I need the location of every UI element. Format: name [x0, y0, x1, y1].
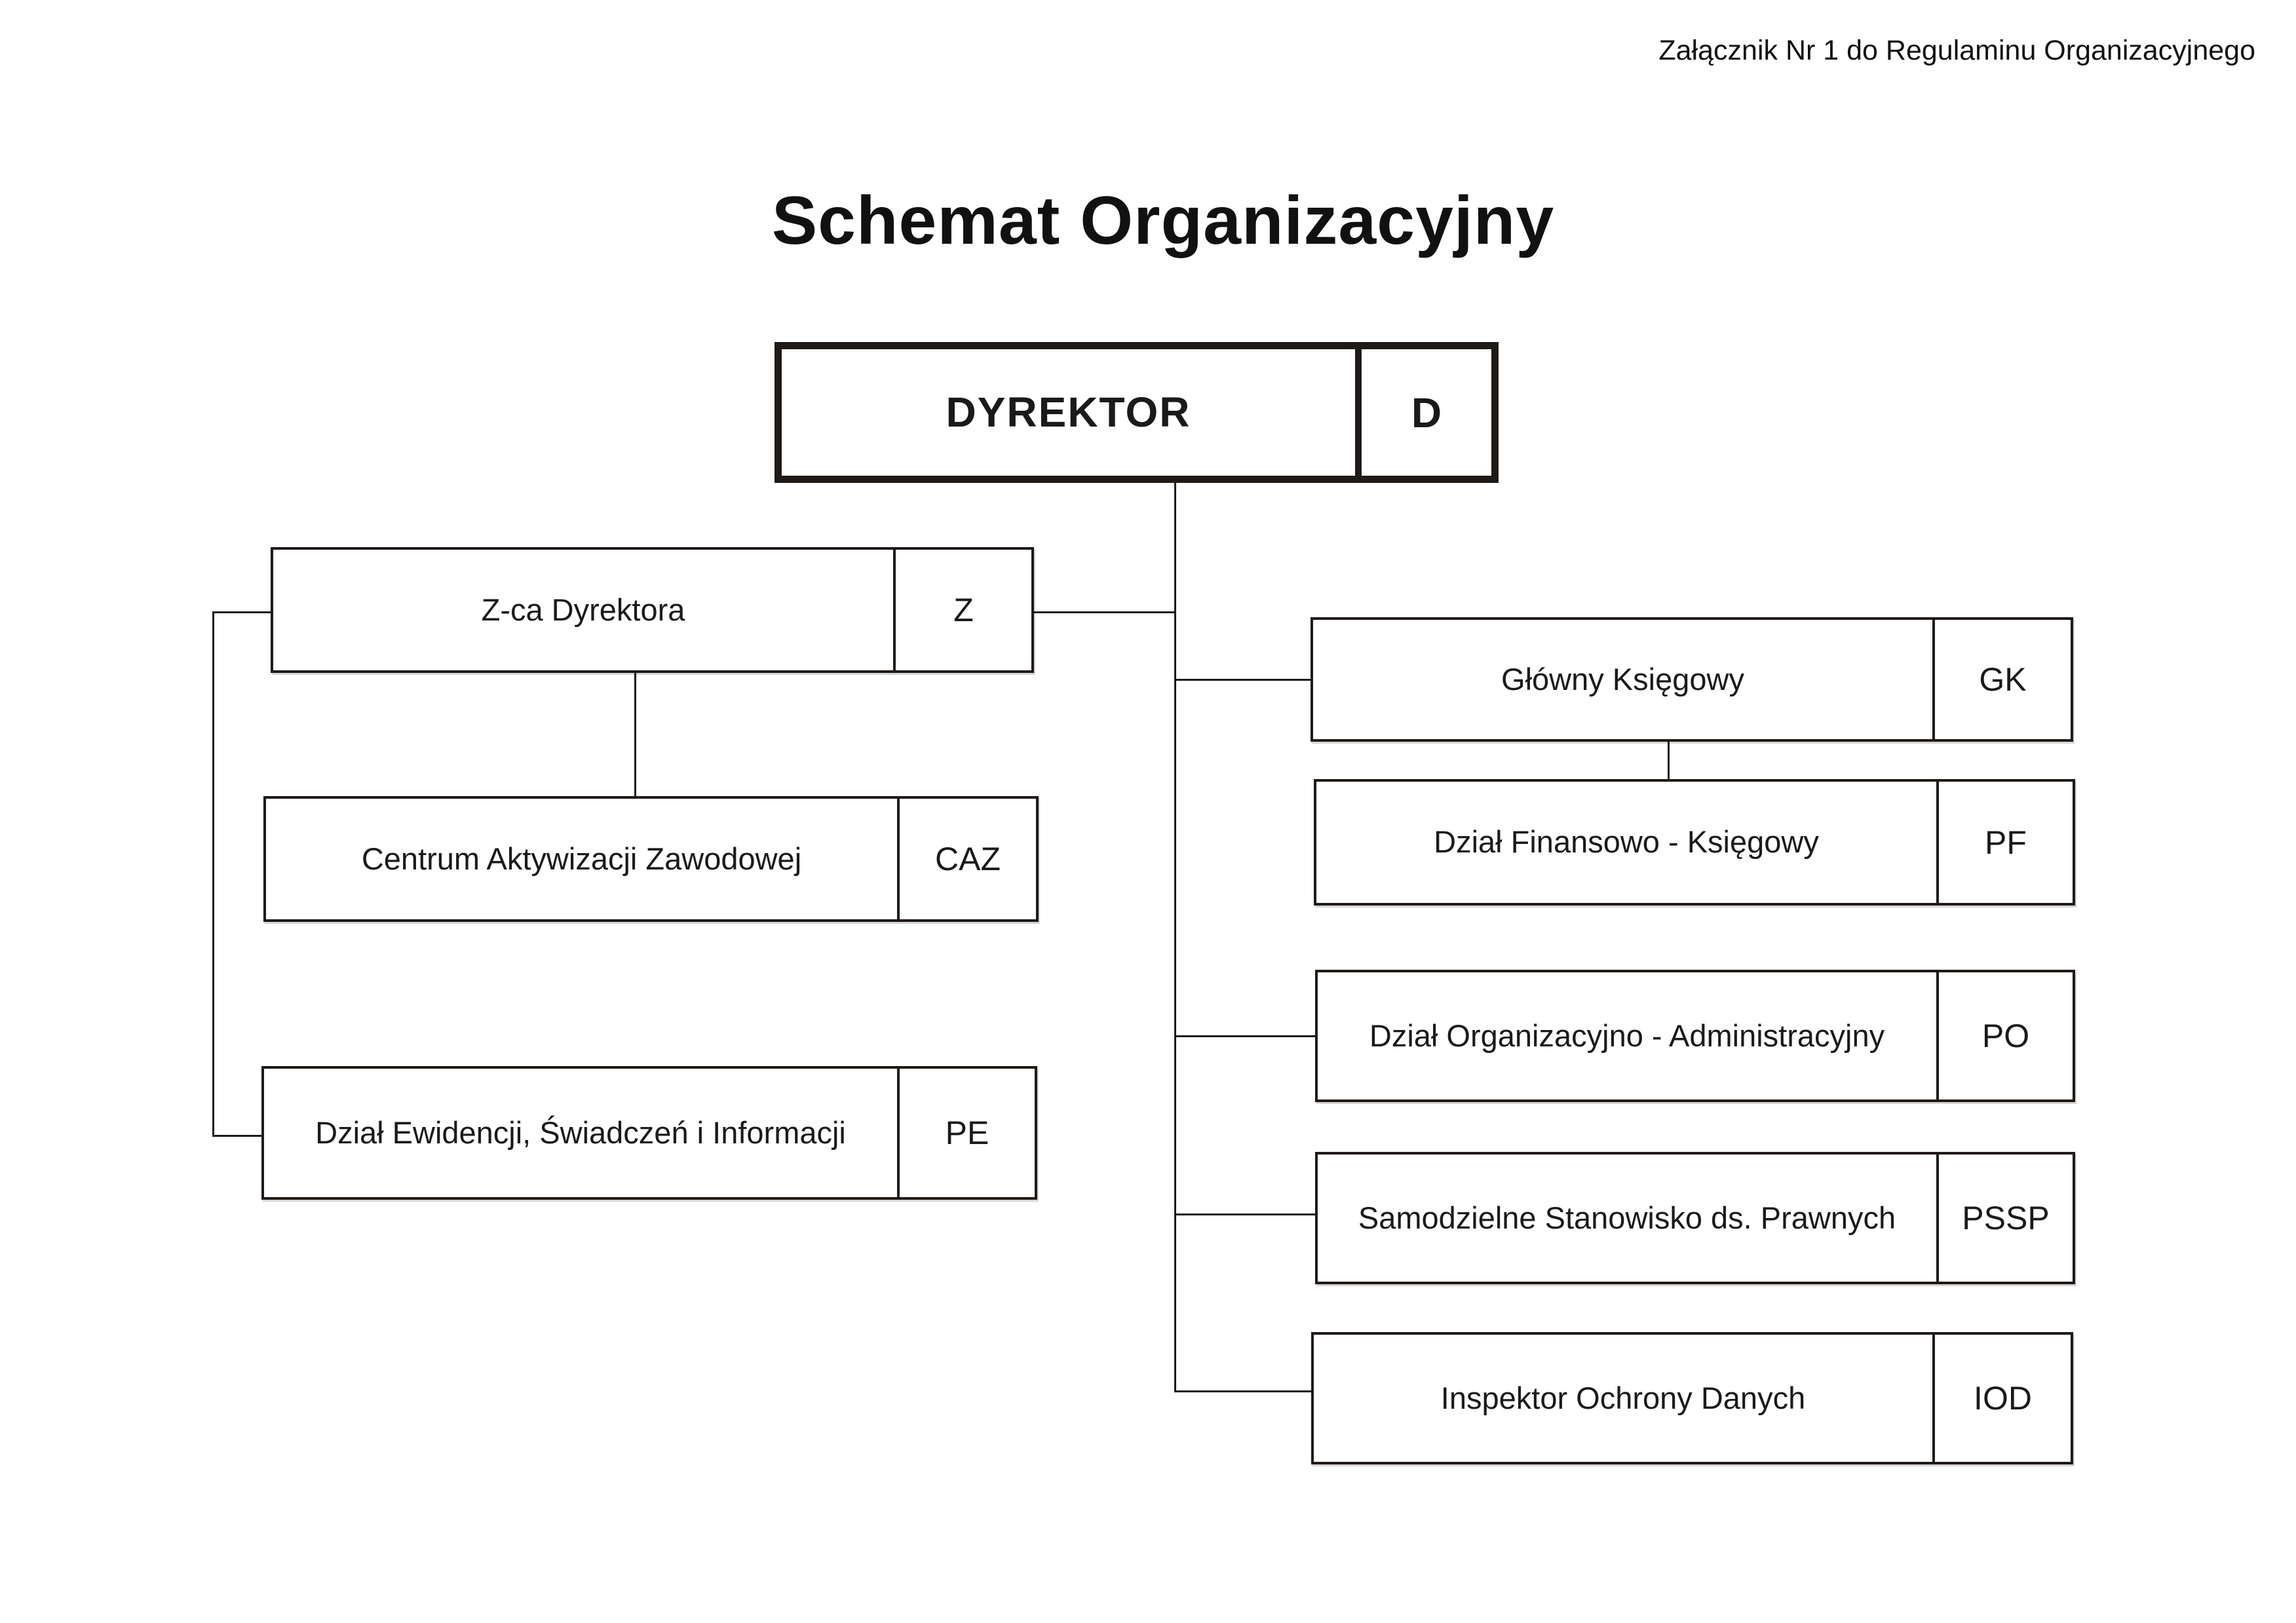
connector-branch-pssp	[1175, 1213, 1316, 1215]
connector-gk-to-pf	[1668, 740, 1670, 780]
org-box-code: PO	[1936, 972, 2073, 1099]
org-box-code: IOD	[1932, 1335, 2071, 1462]
org-box-code: Z	[893, 550, 1031, 670]
org-box-dyrektor: DYREKTOR D	[775, 342, 1499, 483]
connector-branch-deputy	[1034, 611, 1176, 613]
org-box-label: Dział Ewidencji, Świadczeń i Informacji	[315, 1115, 846, 1150]
connector-left-top	[212, 611, 272, 613]
org-box-pf: Dział Finansowo - Księgowy PF	[1314, 779, 2075, 906]
connector-left-to-pe	[212, 1135, 263, 1137]
org-box-code: PE	[897, 1069, 1035, 1197]
org-box-label: Główny Księgowy	[1501, 661, 1744, 697]
org-box-label: Inspektor Ochrony Danych	[1440, 1380, 1806, 1415]
connector-left-vertical	[212, 611, 214, 1137]
org-box-label: Dział Finansowo - Księgowy	[1434, 824, 1819, 860]
org-box-code: CAZ	[897, 799, 1036, 919]
org-box-pssp: Samodzielne Stanowisko ds. Prawnych PSSP	[1315, 1152, 2075, 1284]
org-box-code: D	[1355, 349, 1491, 476]
org-box-label: DYREKTOR	[946, 388, 1191, 436]
connector-branch-gk	[1175, 679, 1312, 681]
connector-branch-po	[1175, 1035, 1316, 1037]
connector-trunk	[1174, 483, 1176, 1392]
org-box-iod: Inspektor Ochrony Danych IOD	[1311, 1332, 2073, 1464]
org-box-gk: Główny Księgowy GK	[1311, 617, 2073, 742]
org-box-po: Dział Organizacyjno - Administracyjny PO	[1315, 970, 2075, 1102]
org-box-code: GK	[1932, 620, 2071, 739]
connector-branch-iod	[1174, 1390, 1312, 1392]
org-box-label: Dział Organizacyjno - Administracyjny	[1369, 1018, 1885, 1053]
org-box-deputy-director: Z-ca Dyrektora Z	[271, 547, 1034, 673]
connector-deputy-to-caz	[634, 673, 636, 797]
org-box-code: PF	[1936, 782, 2073, 903]
org-box-label: Z-ca Dyrektora	[481, 592, 685, 627]
org-box-label: Centrum Aktywizacji Zawodowej	[361, 841, 802, 876]
org-box-caz: Centrum Aktywizacji Zawodowej CAZ	[263, 796, 1039, 922]
attachment-annotation: Załącznik Nr 1 do Regulaminu Organizacyj…	[1658, 35, 2255, 66]
org-box-pe: Dział Ewidencji, Świadczeń i Informacji …	[261, 1066, 1037, 1200]
org-box-code: PSSP	[1936, 1155, 2073, 1282]
page-title: Schemat Organizacyjny	[771, 183, 1555, 259]
org-box-label: Samodzielne Stanowisko ds. Prawnych	[1358, 1200, 1896, 1235]
